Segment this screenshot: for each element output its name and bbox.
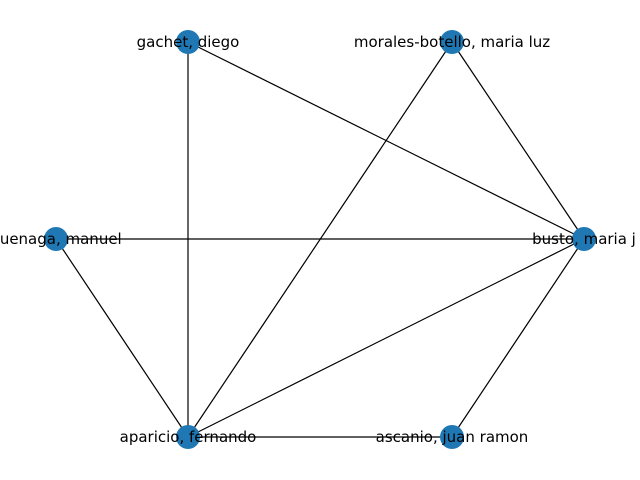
node-aparicio bbox=[176, 425, 200, 449]
node-label-gachet: gachet, diego bbox=[137, 33, 240, 51]
node-busto bbox=[572, 227, 596, 251]
edge-busto-ascanio bbox=[451, 238, 585, 438]
edge-buenaga-aparicio bbox=[55, 238, 189, 438]
nodes-layer bbox=[44, 30, 596, 449]
node-gachet bbox=[176, 30, 200, 54]
node-label-morales: morales-botello, maria luz bbox=[354, 33, 550, 51]
node-buenaga bbox=[44, 227, 68, 251]
edges-layer bbox=[55, 41, 585, 438]
labels-layer: gachet, diego morales-botello, maria luz b… bbox=[0, 33, 636, 446]
node-morales bbox=[440, 30, 464, 54]
node-label-aparicio: aparicio, fernando bbox=[120, 428, 257, 446]
node-ascanio bbox=[440, 425, 464, 449]
edge-busto-aparicio bbox=[187, 238, 585, 438]
node-label-buenaga: buenaga, manuel bbox=[0, 230, 122, 248]
node-label-busto: busto, maria j bbox=[532, 230, 636, 248]
node-label-ascanio: ascanio, juan ramon bbox=[376, 428, 529, 446]
edge-morales-busto bbox=[451, 41, 585, 240]
